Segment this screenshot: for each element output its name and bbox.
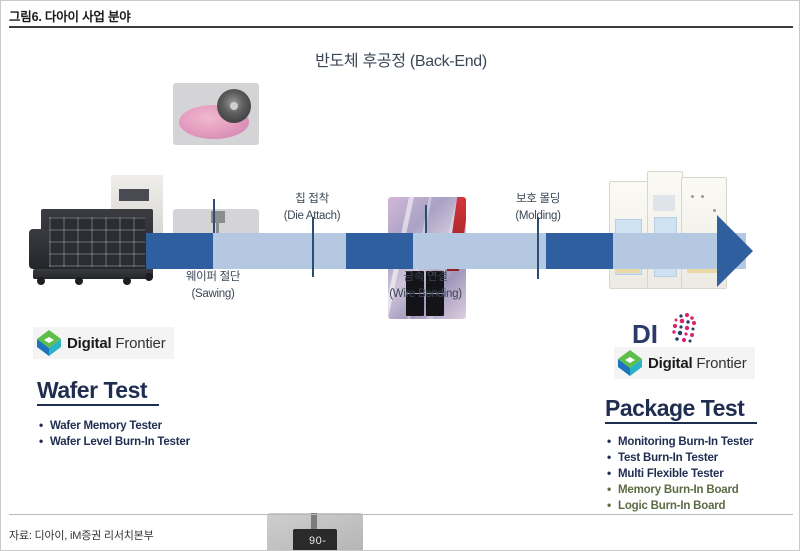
list-item: Logic Burn-In Board	[605, 497, 753, 514]
process-flow-arrow	[146, 233, 746, 269]
step-label-molding: 보호 몰딩 (Molding)	[478, 191, 598, 224]
arrow-segment-3	[346, 233, 413, 269]
arrow-segment-5	[546, 233, 613, 269]
step-label-molding-en: (Molding)	[515, 209, 561, 222]
footer-divider	[9, 514, 793, 515]
digital-frontier-diamond-icon	[37, 330, 61, 356]
list-item: Wafer Memory Tester	[37, 417, 190, 434]
arrow-head-icon	[717, 215, 753, 287]
step-label-wire-bonding-ko: 금속 연결	[403, 271, 448, 283]
df-bold-left: Digital	[67, 334, 112, 352]
step-label-sawing-en: (Sawing)	[191, 287, 235, 300]
list-item: Memory Burn-In Board	[605, 481, 753, 498]
step-label-die-attach-en: (Die Attach)	[283, 209, 341, 222]
step-label-wire-bonding-en: (Wire Bonding)	[389, 287, 462, 300]
wafer-test-title: Wafer Test	[37, 377, 148, 403]
list-item: Wafer Level Burn-In Tester	[37, 433, 190, 450]
package-test-title: Package Test	[605, 395, 745, 421]
arrow-segment-2	[213, 233, 346, 269]
list-item: Multi Flexible Tester	[605, 465, 753, 482]
wafer-test-title-underline	[37, 404, 159, 406]
step-label-wire-bonding: 금속 연결 (Wire Bonding)	[363, 269, 488, 302]
list-item: Test Burn-In Tester	[605, 449, 753, 466]
package-test-bullet-list: Monitoring Burn-In Tester Test Burn-In T…	[605, 433, 754, 514]
figure-title: 그림6. 다아이 사업 분야	[9, 10, 131, 24]
photo-wafer-test-equipment	[23, 173, 179, 295]
wafer-test-bullet-list: Wafer Memory Tester Wafer Level Burn-In …	[37, 417, 190, 450]
di-dot-cluster-icon	[672, 313, 696, 343]
digital-frontier-wordmark-right: Digital Frontier	[648, 355, 747, 372]
step-label-sawing: 웨이퍼 절단 (Sawing)	[153, 269, 273, 302]
die-attach-machine-label: 90-	[309, 535, 327, 547]
step-label-die-attach: 칩 접착 (Die Attach)	[252, 191, 372, 224]
connector-die-attach	[312, 217, 314, 277]
diagram-heading: 반도체 후공정 (Back-End)	[315, 53, 487, 70]
df-bold-right: Digital	[648, 354, 693, 372]
photo-wafer-sawing-top	[173, 83, 259, 145]
arrow-segment-1	[146, 233, 213, 269]
df-regular-right: Frontier	[696, 354, 747, 372]
connector-molding	[537, 217, 539, 279]
connector-sawing	[213, 199, 215, 233]
header-divider	[9, 26, 793, 28]
step-label-sawing-ko: 웨이퍼 절단	[185, 271, 241, 283]
arrow-segment-4	[413, 233, 546, 269]
logo-digital-frontier-left: Digital Frontier	[33, 327, 174, 359]
package-test-title-underline	[605, 422, 757, 424]
di-wordmark: DI	[632, 319, 658, 349]
logo-di: DI	[632, 313, 699, 347]
photo-die-attach-machine: 90-	[267, 513, 363, 550]
figure-source: 자료: 디아이, iM증권 리서치본부	[9, 530, 154, 542]
list-item: Monitoring Burn-In Tester	[605, 433, 754, 450]
step-label-molding-ko: 보호 몰딩	[515, 193, 560, 205]
digital-frontier-wordmark-left: Digital Frontier	[67, 335, 166, 352]
step-label-die-attach-ko: 칩 접착	[295, 193, 329, 205]
df-regular-left: Frontier	[115, 334, 166, 352]
logo-digital-frontier-right: Digital Frontier	[614, 347, 755, 379]
photo-package-test-equipment	[609, 169, 727, 293]
connector-wire-bond	[425, 205, 427, 233]
digital-frontier-diamond-icon	[618, 350, 642, 376]
